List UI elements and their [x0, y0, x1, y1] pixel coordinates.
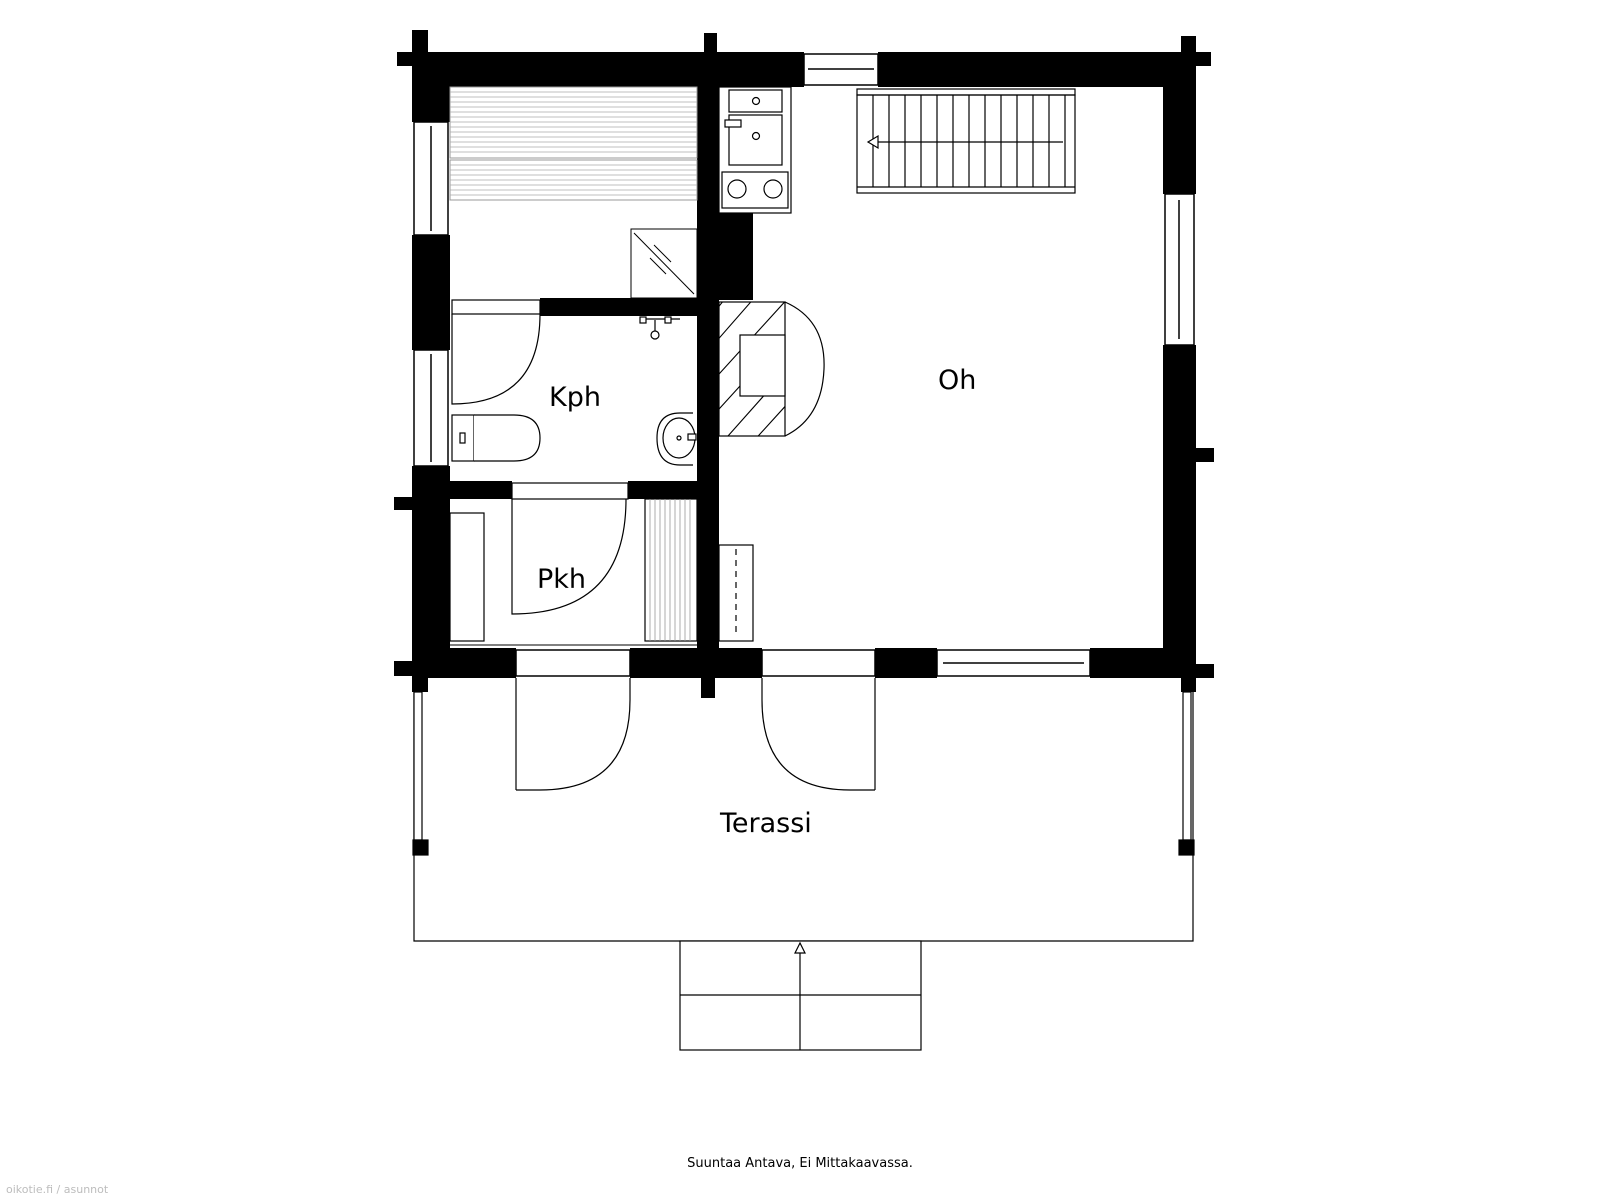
entrance-door-left	[515, 678, 631, 791]
window-left-bath	[413, 349, 449, 467]
shower-icon	[639, 316, 680, 340]
bathroom	[451, 299, 697, 466]
wardrobe	[718, 544, 754, 642]
sauna-glass-door	[630, 228, 698, 299]
bathroom-door	[451, 299, 541, 405]
plan-caption: Suuntaa Antava, Ei Mittakaavassa.	[687, 1156, 913, 1171]
utility-bench	[644, 498, 698, 642]
stove-icon	[721, 171, 789, 209]
windows	[413, 53, 1195, 677]
door-frame-bottom-right	[761, 649, 876, 677]
sauna-bench-upper	[449, 86, 698, 159]
sauna-bench-lower	[449, 159, 698, 201]
kitchenette	[718, 86, 792, 214]
room-label-kph: Kph	[549, 382, 601, 413]
entrance-door-right	[761, 678, 876, 791]
toilet-icon	[451, 414, 541, 462]
staircase	[856, 88, 1076, 194]
watermark: oikotie.fi / asunnot	[6, 1183, 109, 1196]
fireplace	[718, 301, 825, 437]
utility-door	[511, 482, 629, 615]
window-bottom	[936, 649, 1091, 677]
room-label-oh: Oh	[938, 365, 976, 396]
exterior-walls	[394, 30, 1214, 698]
door-frame-bottom-left	[515, 649, 631, 677]
room-label-terassi: Terassi	[719, 808, 812, 839]
window-top	[803, 53, 879, 86]
room-label-pkh: Pkh	[537, 564, 586, 595]
sauna	[449, 86, 698, 299]
washbasin-icon	[656, 412, 697, 466]
sink-icon	[724, 89, 783, 166]
utility-room	[449, 482, 754, 646]
entry-steps	[679, 940, 922, 1051]
interior-walls	[450, 87, 753, 648]
window-left-sauna	[413, 121, 449, 236]
window-right	[1164, 193, 1195, 346]
